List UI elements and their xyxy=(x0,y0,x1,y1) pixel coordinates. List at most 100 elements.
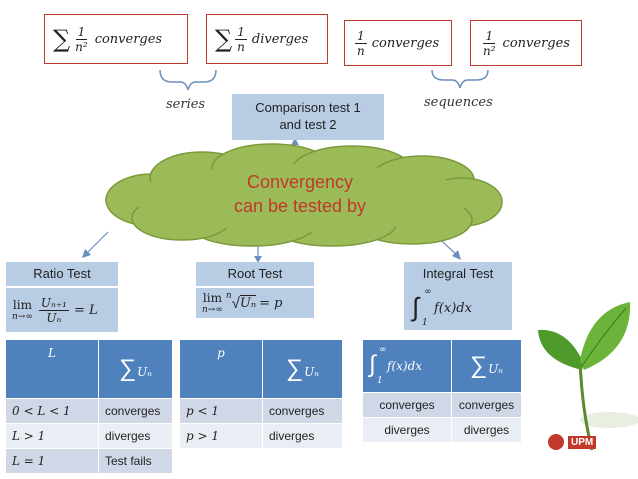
radicand: Uₙ xyxy=(239,295,257,311)
logo-text: UPM xyxy=(568,435,597,449)
root-index: n xyxy=(225,291,232,301)
table-cell: converges xyxy=(451,392,522,418)
integral-sign: ∫ ∞ 1 xyxy=(412,287,434,328)
table-cell: diverges xyxy=(451,417,522,443)
integral-icon: ∫ xyxy=(369,351,376,378)
cloud-text: Convergency can be tested by xyxy=(190,170,410,218)
comparison-line-1: Comparison test 1 xyxy=(255,100,361,115)
cloud-shape xyxy=(105,143,503,247)
table-cell: L = 1 xyxy=(5,448,99,474)
arrowhead-ratio xyxy=(82,249,91,258)
ratio-numerator: Uₙ₊₁ xyxy=(38,295,69,311)
sequences-brace xyxy=(431,69,489,89)
header-l: L xyxy=(5,339,99,399)
fraction-denominator: n² xyxy=(483,43,496,58)
fraction-denominator: n xyxy=(357,43,365,58)
table-cell: converges xyxy=(262,398,343,424)
table-cell: p < 1 xyxy=(179,398,263,424)
table-cell: diverges xyxy=(98,423,173,449)
integral-upper: ∞ xyxy=(424,287,432,297)
arrow-to-ratio xyxy=(85,231,109,255)
integral-expr: f(x)dx xyxy=(434,300,472,316)
table-header-row: L ∑Uₙ xyxy=(5,339,173,399)
radical-icon: √ xyxy=(231,294,240,312)
table-cell: L > 1 xyxy=(5,423,99,449)
upm-logo: UPM xyxy=(548,434,597,450)
table-cell: 0 < L < 1 xyxy=(5,398,99,424)
cloud-line-1: Convergency xyxy=(246,172,354,192)
fraction-denominator: n² xyxy=(75,39,88,54)
sequences-label: sequences xyxy=(424,95,493,110)
series-label: series xyxy=(166,97,206,112)
logo-emblem-icon xyxy=(548,434,564,450)
sigma-symbol: ∑ xyxy=(285,355,304,382)
sigma-symbol: ∑ xyxy=(118,355,137,382)
integral-lower: 1 xyxy=(422,318,428,328)
leaf-right xyxy=(580,302,631,370)
table-cell: converges xyxy=(98,398,173,424)
integral-test-formula: ∫ ∞ 1 f(x)dx xyxy=(404,286,512,330)
arrowhead-integral xyxy=(452,250,461,260)
ratio-denominator: Uₙ xyxy=(46,310,62,325)
header-p: p xyxy=(179,339,263,399)
header-sum: ∑Uₙ xyxy=(98,339,173,399)
arrowhead-up xyxy=(291,138,299,145)
sigma-symbol: ∑ xyxy=(53,25,71,53)
sum-term: Uₙ xyxy=(137,365,153,379)
fraction-denominator: n xyxy=(237,39,245,54)
table-header-row: p ∑Uₙ xyxy=(179,339,343,399)
integral-icon: ∫ xyxy=(412,292,420,322)
ratio-rhs: = L xyxy=(73,302,98,318)
fraction-numerator: 1 xyxy=(355,28,367,44)
limit: lim n→∞ xyxy=(202,291,223,315)
limit-word: lim xyxy=(12,298,32,312)
leaf-vein xyxy=(581,307,627,367)
integral-expr: f(x)dx xyxy=(387,359,423,373)
box-text: converges xyxy=(502,35,570,51)
sum-term: Uₙ xyxy=(304,365,320,379)
table-cell: Test fails xyxy=(98,448,173,474)
box-text: converges xyxy=(371,35,440,51)
table-cell: converges xyxy=(362,392,452,418)
sigma-symbol: ∑ xyxy=(215,25,233,53)
fraction-numerator: 1 xyxy=(483,28,496,44)
arrowhead-root xyxy=(254,256,262,263)
sigma-symbol: ∑ xyxy=(469,352,488,379)
leaf-shadow xyxy=(580,412,638,428)
fraction-numerator: 1 xyxy=(75,24,88,40)
limit-subscript: n→∞ xyxy=(12,312,33,322)
cloud-line-2: can be tested by xyxy=(233,196,367,216)
ratio-test-title: Ratio Test xyxy=(6,262,118,286)
header-sum: ∑Uₙ xyxy=(262,339,343,399)
table-cell: diverges xyxy=(362,417,452,443)
leaf-left xyxy=(538,329,584,370)
table-header-row: ∫ ∞ 1 f(x)dx ∑Uₙ xyxy=(362,339,522,393)
limit-subscript: n→∞ xyxy=(202,305,223,315)
limit-word: lim xyxy=(202,291,222,305)
integral-test-title: Integral Test xyxy=(404,262,512,286)
integral-sign: ∫ ∞ 1 xyxy=(369,345,387,386)
limit: lim n→∞ xyxy=(12,298,33,322)
root-test-formula: lim n→∞ n √ Uₙ = p xyxy=(196,288,314,318)
integral-upper: ∞ xyxy=(379,345,387,355)
box-text: diverges xyxy=(251,31,309,47)
